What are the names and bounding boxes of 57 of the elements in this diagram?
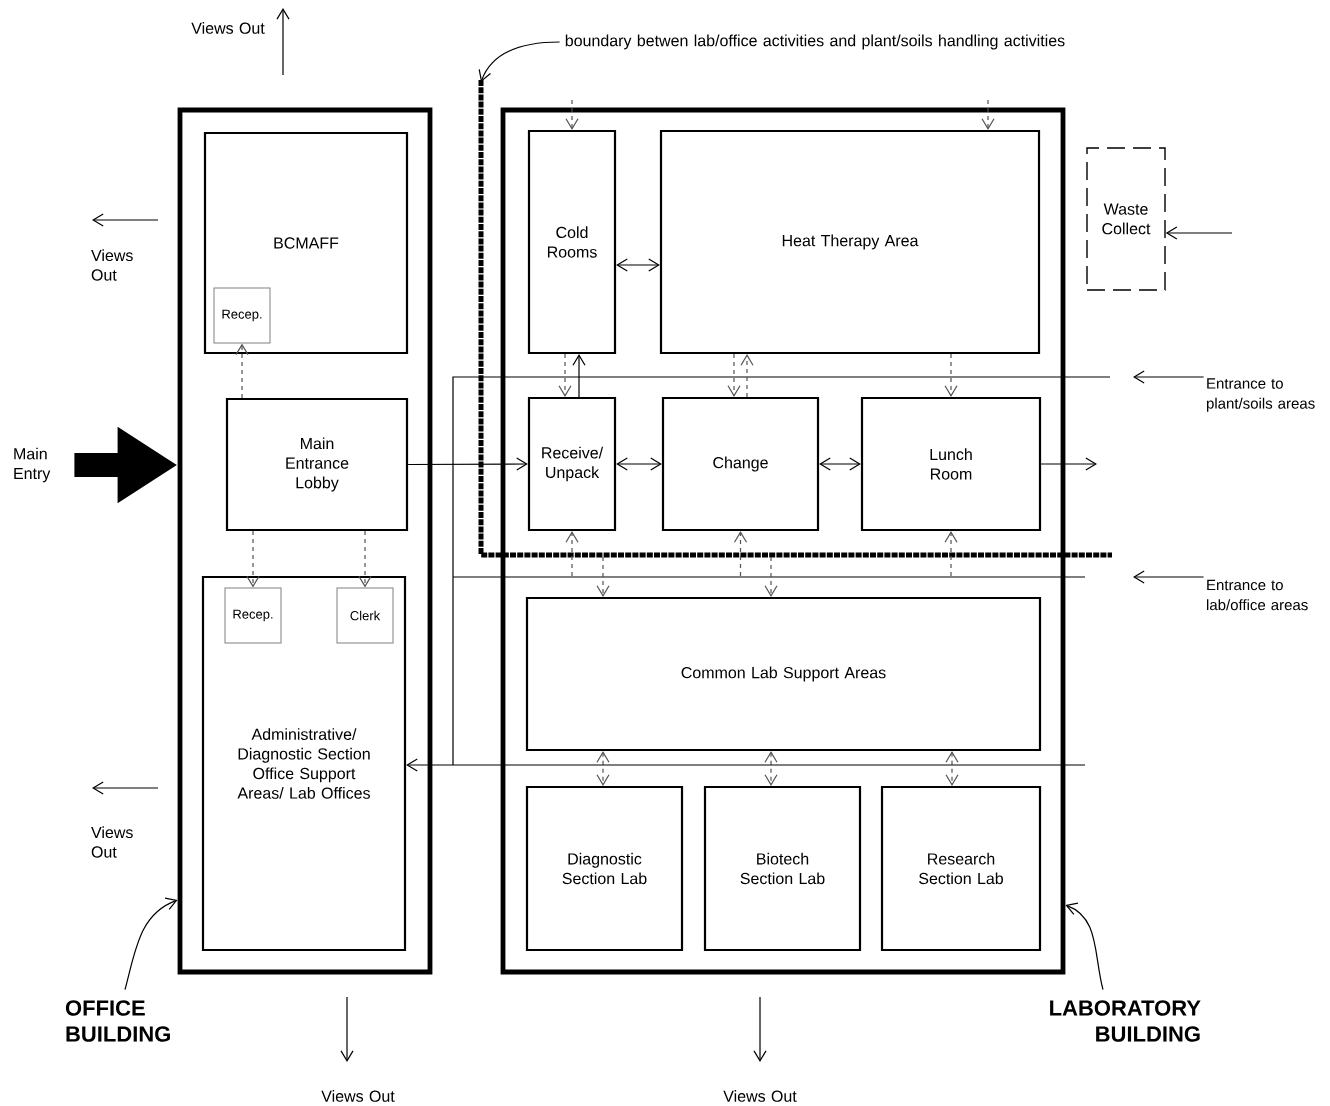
entrance-label: Entrance to lab/office areas: [1207, 579, 1308, 611]
arrow: [981, 99, 995, 130]
arrow: [945, 751, 959, 786]
arrow: [572, 354, 586, 398]
arrow: [407, 457, 528, 471]
view-label: Views Out: [321, 1090, 395, 1102]
arrow: [1133, 370, 1205, 384]
arrow: [246, 530, 260, 588]
arrow: [235, 343, 249, 399]
view-label: Views Out: [723, 1090, 797, 1102]
arrow: [616, 457, 662, 471]
entrance-label: Entrance to plant/soils areas: [1207, 378, 1315, 412]
leader-line: [478, 41, 561, 82]
arrow: [358, 530, 372, 588]
view-label: Views Out: [91, 249, 133, 281]
arrow: [565, 99, 579, 130]
room-box: Recep.: [224, 587, 282, 644]
building-outline: [177, 107, 433, 975]
room-box: Cold Rooms: [527, 129, 617, 355]
room-box: Lunch Room: [860, 396, 1042, 532]
arrow: [596, 556, 610, 597]
arrow: [740, 354, 754, 398]
view-label: Views Out: [191, 22, 265, 34]
room-box: Biotech Section Lab: [703, 785, 862, 952]
arrow: [944, 531, 958, 577]
arrow: [819, 457, 861, 471]
arrow: [944, 353, 958, 397]
arrow: [558, 353, 572, 397]
building-label: OFFICE BUILDING: [65, 1000, 170, 1042]
room-box: Main Entrance Lobby: [225, 397, 409, 532]
arrow: [1165, 226, 1233, 240]
arrow: [1040, 457, 1097, 471]
leader-line: [1065, 902, 1104, 991]
boundary-label: boundary betwen lab/office activities and plant/soils handling activities: [565, 34, 1065, 50]
room-box: Heat Therapy Area: [659, 129, 1041, 355]
arrow: [1133, 570, 1205, 584]
room-box: Waste Collect: [1086, 147, 1166, 291]
arrow: [596, 751, 610, 786]
room-box: Receive/ Unpack: [527, 396, 617, 532]
room-box: Diagnostic Section Lab: [525, 785, 684, 952]
view-label: Views Out: [91, 826, 133, 858]
building-outline: [500, 107, 1066, 975]
arrow: [727, 353, 741, 397]
room-box: Recep.: [213, 287, 271, 344]
arrow: [764, 556, 778, 597]
leader-line: [124, 897, 178, 991]
arrow: [733, 531, 748, 577]
arrow: [764, 751, 778, 786]
entry-label: Main Entry: [14, 447, 51, 483]
building-label: LABORATORY BUILDING: [1050, 1000, 1201, 1042]
room-box: Clerk: [336, 587, 394, 644]
arrow: [616, 258, 660, 272]
arrow: [406, 758, 1086, 772]
arrow: [565, 531, 579, 577]
room-box: Common Lab Support Areas: [525, 596, 1042, 752]
room-box: Research Section Lab: [880, 785, 1042, 952]
room-box: Change: [661, 396, 820, 532]
